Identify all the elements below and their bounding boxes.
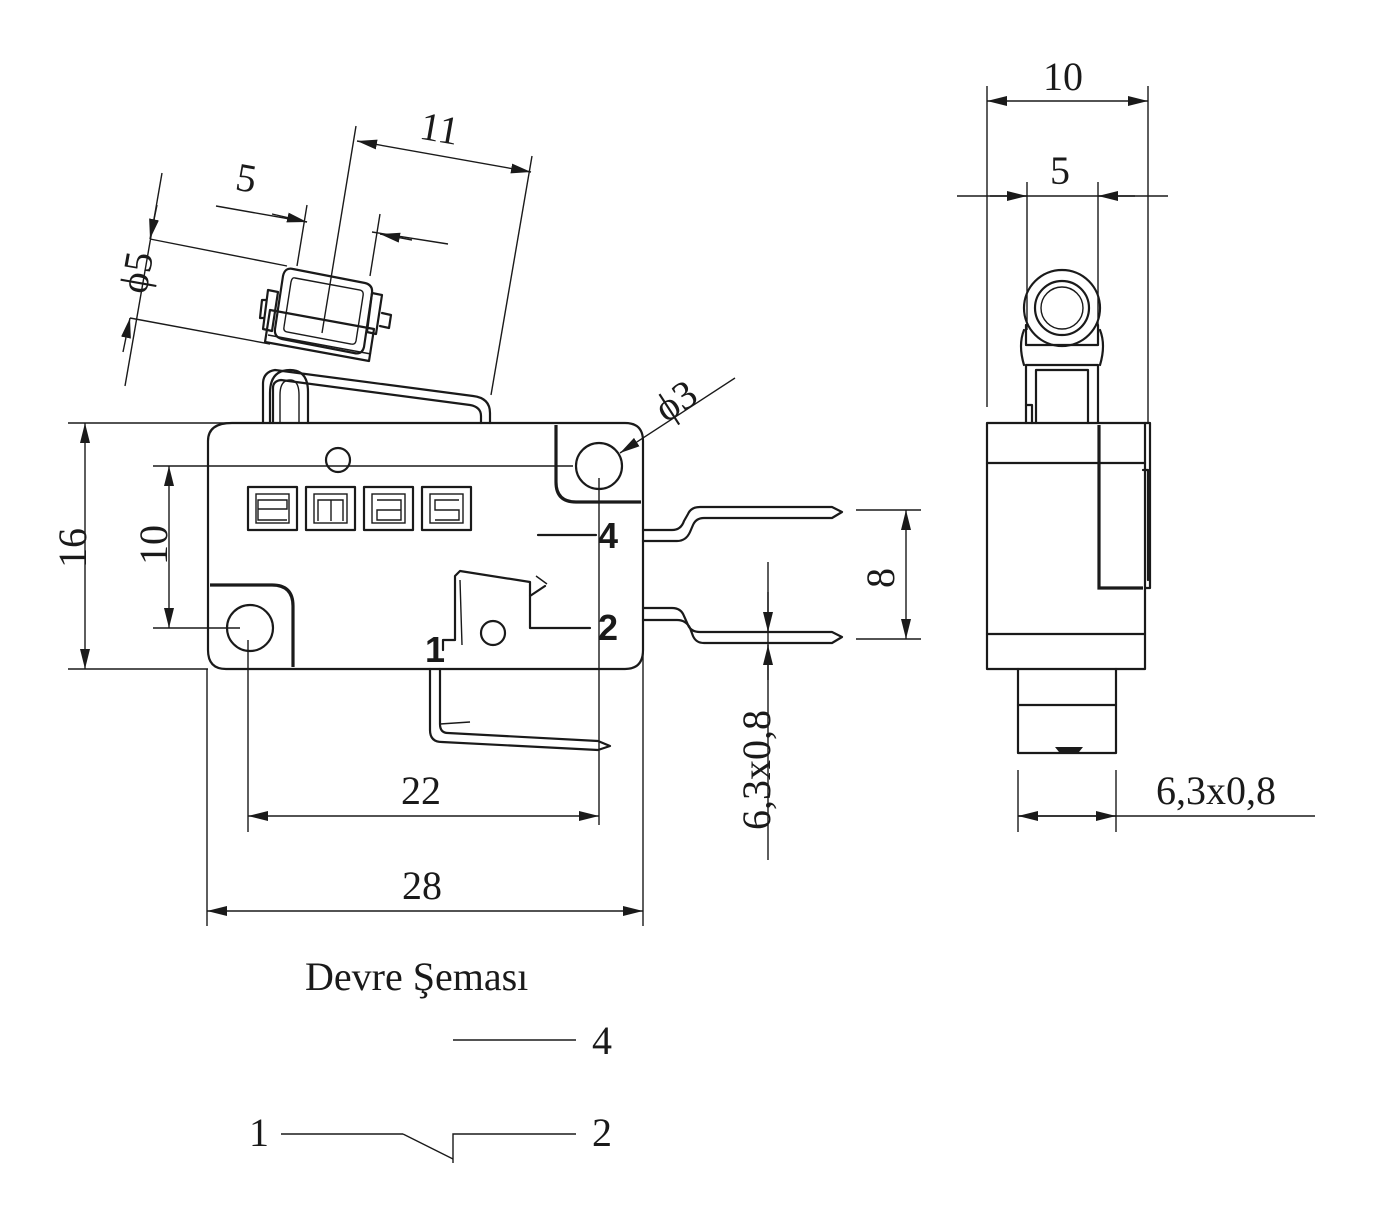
dia-5-label: ϕ5: [111, 248, 162, 296]
terminal-label-2: 2: [598, 607, 618, 648]
side-roller-inner: [1033, 279, 1091, 337]
terminal-4-tab: [641, 505, 844, 543]
pivot-hole: [479, 619, 507, 647]
dim-63-vert-label: 6,3x0,8: [734, 710, 779, 830]
lever-loop: [268, 368, 310, 425]
switch-body: [206, 421, 645, 671]
dim-11: [356, 139, 532, 174]
dim-22-label: 22: [401, 768, 441, 813]
mount-pad-left: [210, 583, 295, 667]
terminal-label-1: 1: [425, 629, 445, 670]
side-terminal: [1016, 667, 1118, 755]
dim-16-label: 16: [50, 528, 95, 568]
terminal-label-4: 4: [598, 515, 618, 556]
emas-logo: [246, 485, 473, 532]
roller: [258, 267, 393, 355]
side-actuator: [1024, 363, 1100, 425]
dim-63-side-label: 6,3x0,8: [1156, 768, 1276, 813]
roller-bracket: [263, 308, 376, 363]
dia-3-label: ϕ3: [646, 371, 705, 431]
contact-mechanism: [441, 569, 592, 652]
circuit-diagram: Devre Şeması 4 1 2: [249, 954, 612, 1163]
circuit-line-2: [452, 1133, 576, 1163]
dim-10-left-label: 10: [131, 525, 176, 565]
front-view: 4 2 1 11 5: [50, 103, 921, 926]
circuit-title: Devre Şeması: [305, 954, 528, 999]
dim-5-side-label: 5: [1050, 148, 1070, 193]
dim-11-label: 11: [417, 103, 463, 154]
circuit-label-2: 2: [592, 1110, 612, 1155]
circuit-label-4: 4: [592, 1018, 612, 1063]
side-view: 10 5 6,3x0,8: [957, 54, 1315, 832]
dim-8-label: 8: [858, 568, 903, 588]
dim-5-label: 5: [233, 154, 261, 202]
circuit-switch-blade: [402, 1133, 454, 1160]
actuator-lever: [261, 368, 492, 425]
terminal-2-tab: [641, 606, 844, 645]
small-hole: [324, 446, 352, 474]
dim-28-label: 28: [402, 863, 442, 908]
dim-10-side-label: 10: [1043, 54, 1083, 99]
side-body: [985, 421, 1147, 671]
circuit-label-1: 1: [249, 1110, 269, 1155]
mount-pad-right: [554, 425, 641, 504]
terminal-1-tab: [428, 667, 612, 752]
